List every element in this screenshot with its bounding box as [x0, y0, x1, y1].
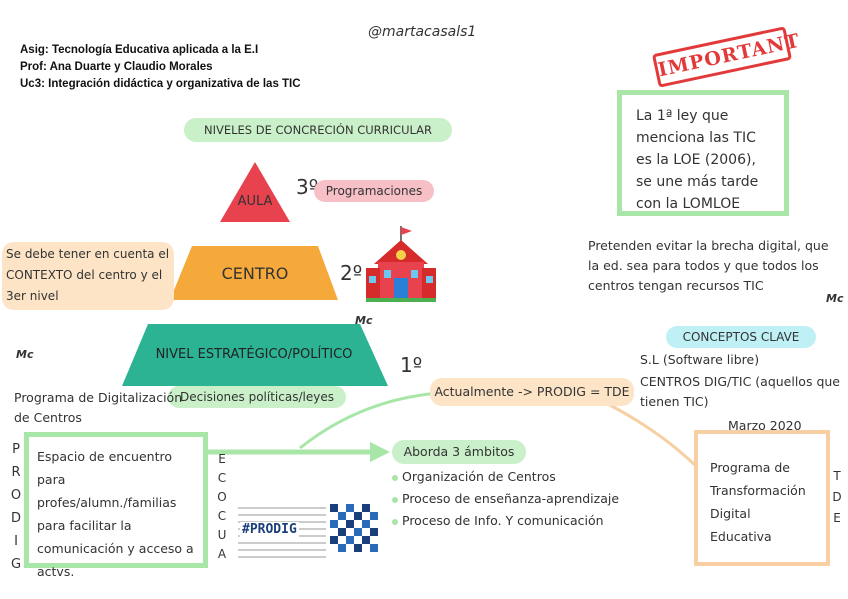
scope-label: Organización de Centros [402, 469, 556, 484]
bullet-icon [392, 518, 398, 525]
pyramid-level-centro [170, 246, 338, 300]
header-subject: Asig: Tecnología Educativa aplicada a la… [20, 44, 259, 56]
course-header: Asig: Tecnología Educativa aplicada a la… [20, 42, 301, 93]
acronym-letter: U [217, 528, 227, 542]
acronym-letter: C [217, 509, 227, 523]
acronym-letter: O [10, 488, 22, 503]
header-unit: Uc3: Integración didáctica y organizativ… [20, 78, 301, 90]
note-decisiones: Decisiones políticas/leyes [168, 386, 346, 408]
prodig-box-text: Espacio de encuentro para profes/alumn./… [37, 449, 194, 579]
acronym-letter: P [12, 442, 20, 457]
important-text: La 1ª ley que menciona las TIC es la LOE… [636, 108, 759, 212]
acronym-letter: G [10, 557, 22, 572]
program-label: Programa de Digitalización de Centros [14, 390, 183, 425]
prodig-box: Espacio de encuentro para profes/alumn./… [24, 432, 208, 579]
logo-pixel-mark [330, 504, 378, 552]
scopes-list: Organización de Centros Proceso de enseñ… [392, 466, 642, 532]
acronym-letter: D [832, 490, 842, 504]
logo-text: #PRODIG [240, 522, 299, 537]
goal-text: Pretenden evitar la brecha digital, que … [588, 238, 829, 293]
level-politico-label: NIVEL ESTRATÉGICO/POLÍTICO [155, 347, 353, 362]
scope-item: Proceso de enseñanza-aprendizaje [392, 488, 642, 510]
scopes-title: Aborda 3 ámbitos [392, 440, 526, 464]
connector-line-tde [599, 398, 702, 472]
level-number-1: 1º [400, 353, 423, 377]
acronym-letter: D [10, 511, 21, 526]
arrow-head [370, 442, 390, 462]
author-handle: @martacasals1 [368, 24, 477, 40]
acronym-letter: E [218, 452, 226, 466]
acronym-letter: T [833, 469, 841, 483]
important-box: La 1ª ley que menciona las TIC es la LOE… [617, 90, 789, 216]
key-concept-1: S.L (Software libre) [640, 352, 760, 367]
acronym-letter: R [11, 465, 21, 480]
scope-item: Proceso de Info. Y comunicación [392, 510, 642, 532]
ecocua-acronym: E C O C U A [214, 450, 230, 564]
scope-label: Proceso de Info. Y comunicación [402, 513, 604, 528]
bullet-icon [392, 496, 398, 503]
note-programaciones: Programaciones [314, 180, 434, 202]
prodig-logo: #PRODIG [238, 500, 380, 558]
tde-date: Marzo 2020 [728, 418, 802, 433]
pyramid-title: NIVELES DE CONCRECIÓN CURRICULAR [184, 118, 452, 142]
tde-text: Programa de Transformación Digital Educa… [710, 460, 806, 544]
acronym-letter: A [217, 547, 227, 561]
level-number-3: 3º [296, 175, 319, 199]
header-professors: Prof: Ana Duarte y Claudio Morales [20, 61, 213, 73]
scope-item: Organización de Centros [392, 466, 642, 488]
prodig-acronym-left: P R O D I G [8, 438, 24, 576]
acronym-letter: I [14, 534, 18, 549]
level-centro-label: CENTRO [221, 264, 289, 283]
connector-line [299, 391, 439, 450]
pyramid-level-aula [220, 162, 290, 222]
pyramid-level-politico [122, 324, 388, 386]
note-contexto: Se debe tener en cuenta el CONTEXTO del … [2, 242, 174, 310]
school-icon [366, 226, 436, 302]
bullet-icon [392, 474, 398, 481]
acronym-letter: C [217, 471, 227, 485]
tde-acronym: T D E [830, 466, 844, 529]
signature-mc-2: Mc [16, 348, 34, 361]
level-aula-label: AULA [237, 194, 273, 209]
acronym-letter: E [833, 511, 841, 525]
acronym-letter: O [217, 490, 227, 504]
key-concepts-title: CONCEPTOS CLAVE [666, 326, 816, 348]
level-number-2: 2º [340, 261, 363, 285]
signature-mc-3: Mc [826, 292, 844, 305]
tde-box: Programa de Transformación Digital Educa… [694, 430, 830, 566]
key-concept-2: CENTROS DIG/TIC (aquellos que tienen TIC… [640, 374, 840, 409]
scope-label: Proceso de enseñanza-aprendizaje [402, 491, 620, 506]
currently-pill: Actualmente -> PRODIG = TDE [430, 378, 634, 406]
signature-mc-1: Mc [355, 314, 373, 327]
